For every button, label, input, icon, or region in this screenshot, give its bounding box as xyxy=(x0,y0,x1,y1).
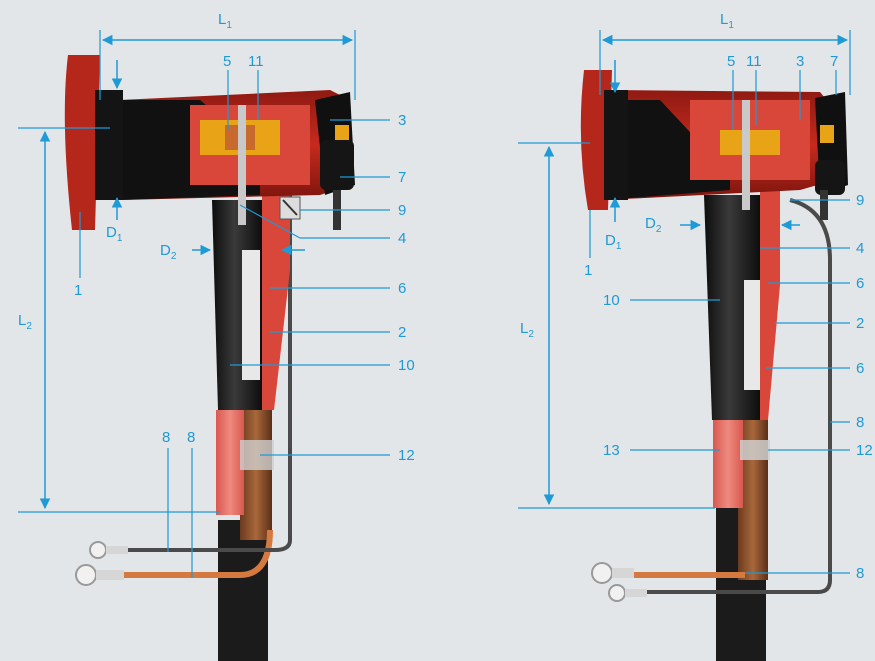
callout-10: 10 xyxy=(398,357,415,374)
left-annotations: L1 L2 D1 D2 5 11 xyxy=(18,11,415,577)
callout-8b: 8 xyxy=(856,565,864,582)
callout-5: 5 xyxy=(223,53,231,70)
svg-text:D1: D1 xyxy=(106,224,123,244)
left-connector xyxy=(64,55,355,661)
svg-text:L1: L1 xyxy=(218,11,232,31)
callout-11: 11 xyxy=(248,53,264,70)
callout-8b: 8 xyxy=(187,429,195,446)
sleeve xyxy=(216,410,244,515)
callout-8a: 8 xyxy=(162,429,170,446)
callout-2: 2 xyxy=(398,324,406,341)
callout-7: 7 xyxy=(830,53,838,70)
lug-copper xyxy=(591,562,613,584)
callout-12: 12 xyxy=(856,442,873,459)
right-annotations: L1 L2 D1 D2 5 11 3 7 xyxy=(518,11,873,582)
callout-6a: 6 xyxy=(856,275,864,292)
callout-4: 4 xyxy=(856,240,864,257)
svg-text:D2: D2 xyxy=(160,242,177,262)
svg-text:L2: L2 xyxy=(520,320,534,340)
callout-10: 10 xyxy=(603,292,620,309)
callout-3: 3 xyxy=(398,112,406,129)
flange xyxy=(64,55,100,230)
callout-1: 1 xyxy=(74,282,82,299)
callout-6: 6 xyxy=(398,280,406,297)
callout-7: 7 xyxy=(398,169,406,186)
callout-2: 2 xyxy=(856,315,864,332)
svg-text:L1: L1 xyxy=(720,11,734,31)
callout-9: 9 xyxy=(398,202,406,219)
housing-vertical xyxy=(262,190,290,410)
cable xyxy=(218,520,268,661)
sleeve xyxy=(713,418,743,508)
callout-6b: 6 xyxy=(856,360,864,377)
svg-text:L2: L2 xyxy=(18,312,32,332)
callout-9: 9 xyxy=(856,192,864,209)
right-connector xyxy=(580,70,848,661)
svg-text:D1: D1 xyxy=(605,232,622,252)
callout-3: 3 xyxy=(796,53,804,70)
lug-copper xyxy=(75,564,97,586)
callout-5: 5 xyxy=(727,53,735,70)
lug-grey xyxy=(608,584,626,602)
callout-1: 1 xyxy=(584,262,592,279)
callout-8a: 8 xyxy=(856,414,864,431)
callout-4: 4 xyxy=(398,230,406,247)
callout-12: 12 xyxy=(398,447,415,464)
lug-grey xyxy=(89,541,107,559)
callout-13: 13 xyxy=(603,442,620,459)
callout-11: 11 xyxy=(746,53,762,70)
screen-wires xyxy=(240,410,272,540)
earth-wire-grey xyxy=(630,198,832,594)
housing-vertical xyxy=(760,185,780,420)
earth-wire-copper xyxy=(110,529,273,578)
earth-wire-grey xyxy=(110,190,292,552)
svg-text:D2: D2 xyxy=(645,215,662,235)
